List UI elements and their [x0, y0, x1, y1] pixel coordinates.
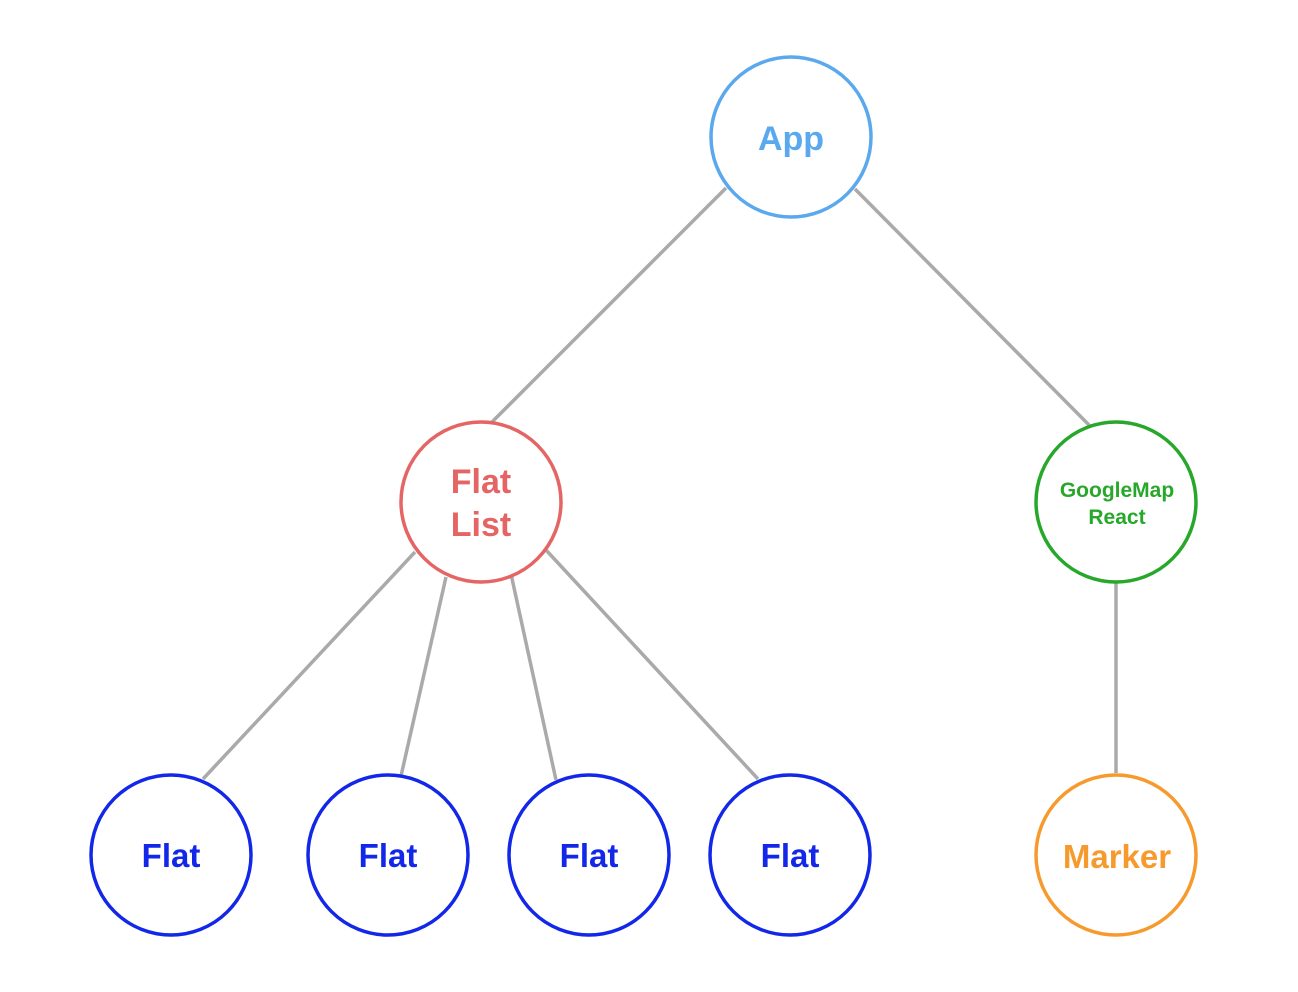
node-flat-3-label: Flat	[560, 837, 619, 874]
node-flat-list-label-line1: Flat	[451, 463, 511, 501]
node-google-map-react-circle	[1034, 420, 1198, 584]
node-flat-list[interactable]: Flat List	[399, 420, 563, 584]
node-flat-2-circle	[306, 773, 470, 937]
node-flat-3-circle	[507, 773, 671, 937]
node-google-map-react-label-line2: React	[1088, 506, 1145, 529]
node-google-map-react[interactable]: GoogleMap React	[1034, 420, 1198, 584]
node-flat-2[interactable]: Flat	[306, 773, 470, 937]
node-google-map-react-label-line1: GoogleMap	[1060, 479, 1174, 502]
node-flat-1[interactable]: Flat	[89, 773, 253, 937]
edge-app-google-map-react	[853, 187, 1092, 428]
edge-app-flat-list	[489, 186, 728, 425]
edge-flat-list-flat-3	[509, 573, 558, 781]
edge-flat-list-flat-4	[544, 548, 760, 781]
node-flat-4-label: Flat	[761, 837, 820, 874]
edge-flat-list-flat-2	[399, 576, 448, 777]
node-marker-circle	[1034, 773, 1198, 937]
node-app[interactable]: App	[709, 55, 873, 219]
node-app-label: App	[758, 120, 824, 158]
node-flat-1-circle	[89, 773, 253, 937]
node-flat-2-label: Flat	[359, 837, 418, 874]
node-flat-3[interactable]: Flat	[507, 773, 671, 937]
edges	[201, 186, 1118, 781]
node-app-circle	[709, 55, 873, 219]
edge-flat-list-flat-1	[201, 550, 417, 781]
node-flat-4-circle	[708, 773, 872, 937]
node-flat-list-label-line2: List	[451, 506, 511, 544]
node-marker-label: Marker	[1063, 838, 1171, 875]
node-marker[interactable]: Marker	[1034, 773, 1198, 937]
node-flat-1-label: Flat	[142, 837, 201, 874]
node-flat-4[interactable]: Flat	[708, 773, 872, 937]
node-flat-list-circle	[399, 420, 563, 584]
